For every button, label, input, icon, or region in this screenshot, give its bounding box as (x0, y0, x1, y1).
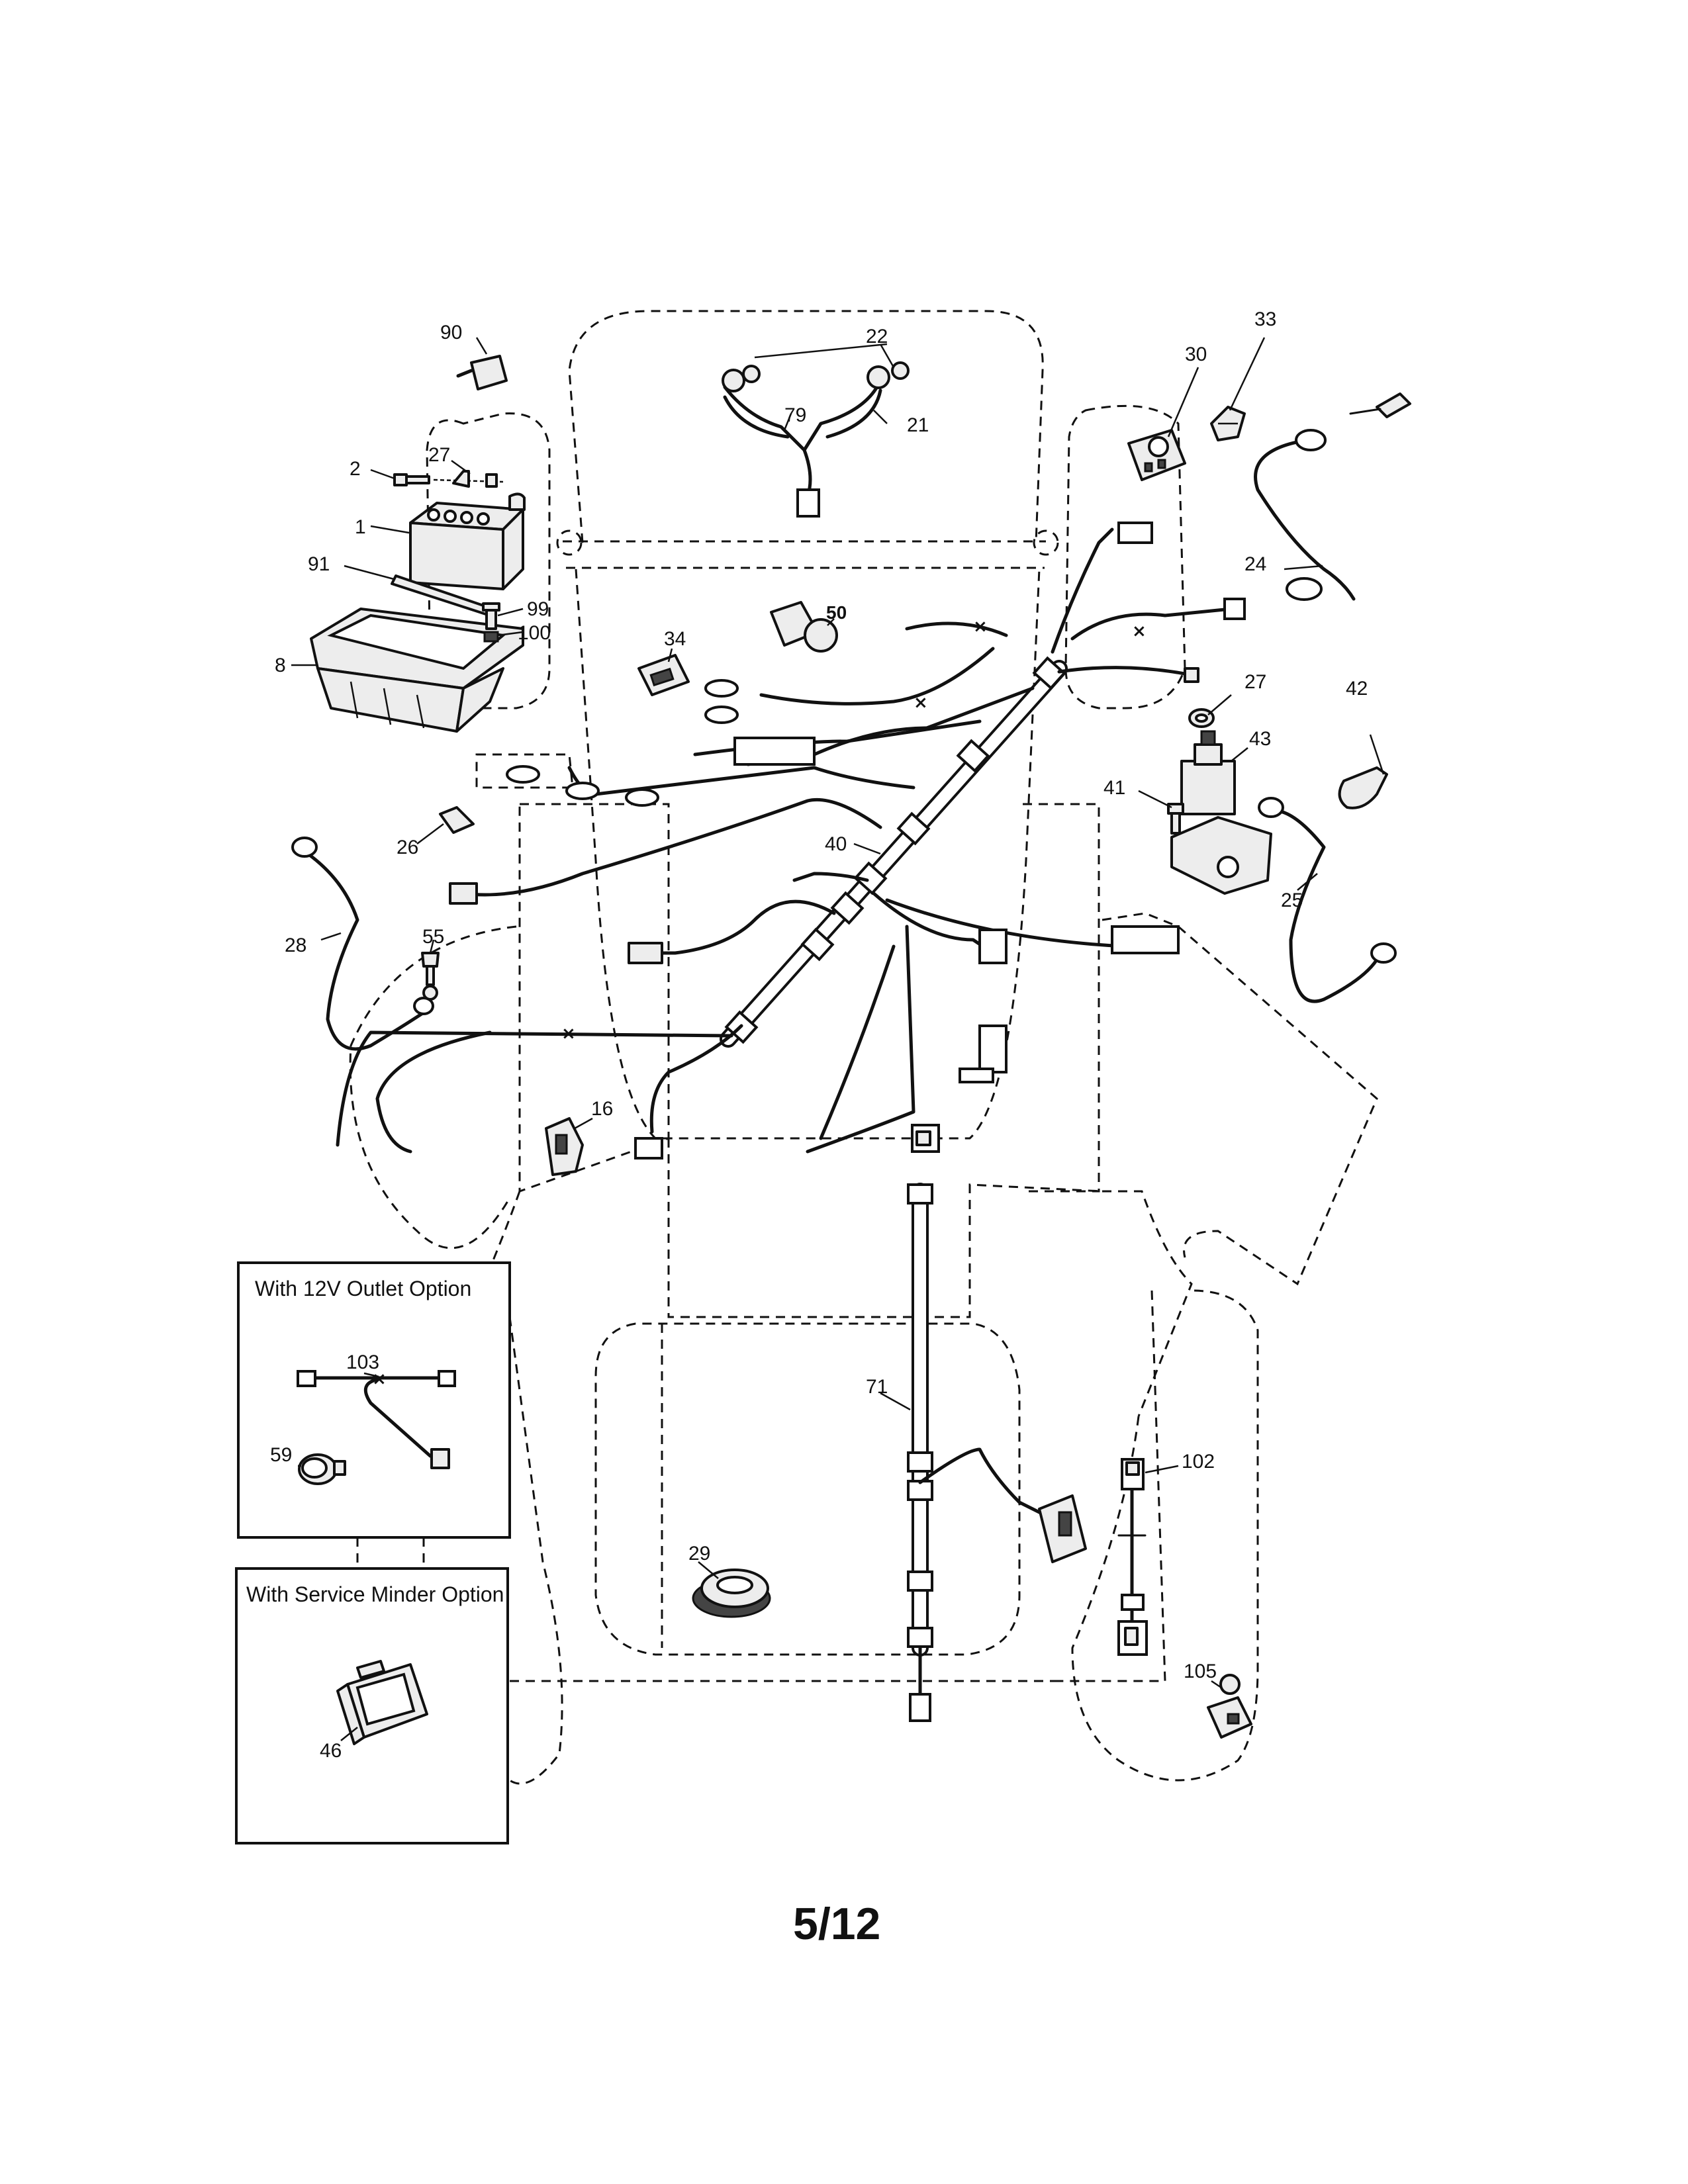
callout-42: 42 (1346, 678, 1368, 700)
part-8-battery-tray (310, 608, 524, 733)
right-deck (1102, 912, 1378, 1286)
callout-29: 29 (688, 1543, 710, 1565)
callout-2: 2 (350, 458, 361, 480)
part-55-screw (421, 952, 440, 1001)
callout-100: 100 (518, 622, 551, 644)
part-28-cable (291, 837, 434, 1051)
harness-102 (1117, 1458, 1148, 1656)
callout-40: 40 (825, 833, 847, 855)
callout-21: 21 (907, 414, 929, 436)
callout-90: 90 (440, 322, 462, 343)
callout-79: 79 (784, 404, 806, 426)
part-26-fuse (439, 806, 475, 834)
inset-service-minder: With Service Minder Option (235, 1567, 509, 1844)
callout-8: 8 (275, 655, 286, 676)
part-42-boot (1338, 734, 1388, 809)
harness-71 (907, 1124, 1087, 1722)
callout-24: 24 (1244, 553, 1266, 575)
callout-91: 91 (308, 553, 330, 575)
harness-clips (724, 656, 1066, 1044)
connector (1117, 522, 1153, 544)
part-2-bolt (393, 473, 430, 486)
part-105-switch (1207, 1674, 1252, 1739)
tractor-outline (349, 310, 1378, 1785)
part-41-bolt (1167, 803, 1184, 835)
callout-55: 55 (422, 926, 444, 948)
callout-102: 102 (1182, 1451, 1215, 1473)
callout-22: 22 (866, 326, 888, 347)
harness-connectors: × × × × (449, 522, 1246, 1160)
part-50-switch (770, 601, 838, 653)
callout-99: 99 (527, 598, 549, 620)
main-harness-40 (336, 527, 1233, 1154)
callout-25: 25 (1281, 889, 1303, 911)
part-59-outlet (298, 1453, 346, 1485)
part-27-nut (452, 470, 498, 488)
callout-71: 71 (866, 1376, 888, 1398)
svg-text:×: × (1132, 621, 1147, 641)
part-27-nut (1188, 708, 1215, 728)
callout-103: 103 (346, 1351, 379, 1373)
svg-text:×: × (973, 617, 988, 637)
frame-left (518, 803, 670, 1193)
callout-28: 28 (285, 934, 306, 956)
leader-lines (291, 337, 1323, 1741)
hood-lower-outline (575, 569, 1041, 1140)
callout-16: 16 (591, 1098, 613, 1120)
engine-compartment (1064, 404, 1186, 709)
part-16-relay (545, 1117, 584, 1176)
frame-right (1023, 803, 1100, 1193)
hood-outline (568, 310, 1044, 543)
part-29-plug (692, 1569, 771, 1618)
part-90-connector (456, 355, 508, 390)
inset-12v-outlet: With 12V Outlet Option × (237, 1261, 511, 1539)
svg-text:×: × (561, 1024, 576, 1044)
callout-27: 27 (1244, 671, 1266, 693)
part-99-screw (482, 602, 500, 630)
callout-numbers: 90 2 27 1 91 8 99 100 22 79 21 30 33 24 … (270, 308, 1368, 1762)
callout-27: 27 (428, 444, 450, 466)
part-34-switch (637, 654, 690, 696)
connector (733, 737, 816, 766)
part-25-cable (1258, 797, 1397, 1003)
svg-text:×: × (372, 1369, 387, 1389)
rear-right-outline (1071, 1289, 1259, 1782)
callout-41: 41 (1103, 777, 1125, 799)
part-100-nut (483, 631, 499, 643)
part-21-light-harness (723, 379, 882, 518)
callout-33: 33 (1254, 308, 1276, 330)
callout-26: 26 (397, 837, 418, 858)
callout-43: 43 (1249, 728, 1271, 750)
callout-50: 50 (826, 602, 847, 623)
callout-59: 59 (270, 1444, 292, 1466)
part-46-display (336, 1660, 428, 1745)
callout-105: 105 (1184, 1661, 1217, 1682)
inset-service-minder-title: With Service Minder Option (246, 1582, 504, 1606)
callout-46: 46 (320, 1740, 342, 1762)
part-43-solenoid (1170, 730, 1272, 895)
callout-34: 34 (664, 628, 686, 650)
part-22-headlight (722, 343, 910, 392)
battery-compartment (426, 412, 551, 709)
svg-text:×: × (914, 693, 928, 713)
part-24-cable (1254, 392, 1411, 601)
part-1-battery (409, 492, 526, 590)
inset-12v-outlet-title: With 12V Outlet Option (255, 1277, 471, 1300)
callout-1: 1 (355, 516, 366, 538)
seat-outline (594, 1322, 1021, 1656)
page-number: 5/12 (793, 1899, 880, 1949)
callout-30: 30 (1185, 343, 1207, 365)
part-30-ignition-switch (1127, 429, 1186, 481)
part-33-key (1210, 406, 1246, 441)
